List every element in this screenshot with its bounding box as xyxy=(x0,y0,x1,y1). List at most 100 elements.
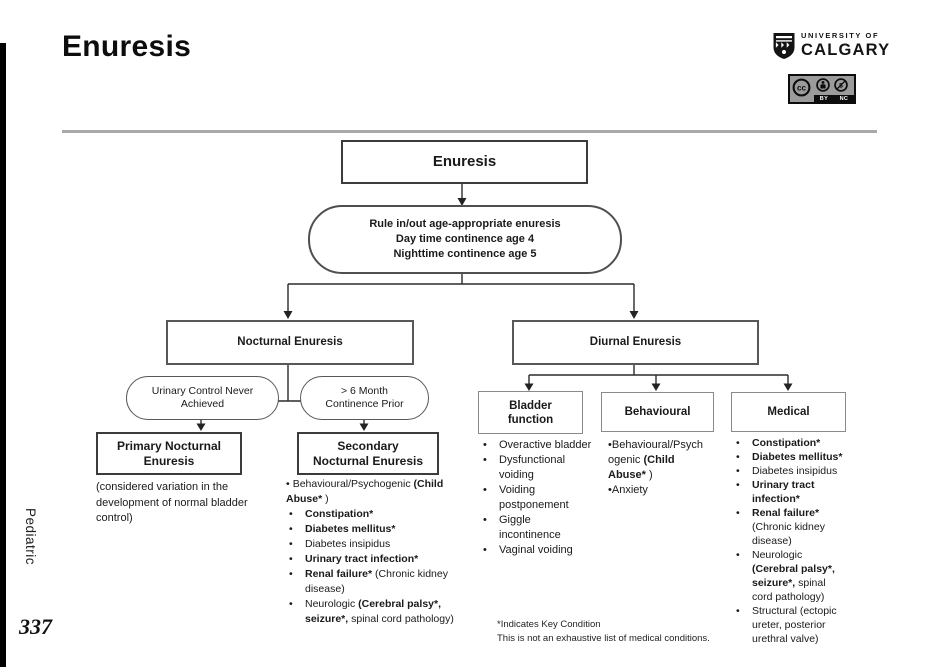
bullet-icon: • xyxy=(289,508,293,520)
list-item: •Neurologic (Cerebral palsy*, seizure*, … xyxy=(286,597,464,627)
text-line: Secondary xyxy=(337,438,399,453)
svg-text:$: $ xyxy=(839,82,843,89)
bullet-icon: • xyxy=(736,605,740,617)
list-item: •Behavioural/Psychogenic (Child Abuse* ) xyxy=(286,477,464,507)
bullet-icon: • xyxy=(483,454,487,466)
header-divider xyxy=(62,130,877,133)
bladder-function-causes-list: • Overactive bladder •Dysfunctional voidin… xyxy=(480,438,592,558)
secondary-enuresis-causes-list: •Behavioural/Psychogenic (Child Abuse* )… xyxy=(286,477,464,627)
bullet-icon: • xyxy=(483,439,487,451)
list-item-text: Constipation* xyxy=(752,437,821,449)
bullet-icon: • xyxy=(289,553,293,565)
cc-icon: cc xyxy=(792,78,811,97)
list-item: • Diabetes insipidus xyxy=(733,464,848,478)
text-line: Day time continence age 4 xyxy=(395,233,535,245)
list-item-text: Urinary tract infection* xyxy=(305,553,419,565)
bullet-icon: • xyxy=(736,451,740,463)
section-tab-label: Pediatric xyxy=(23,508,38,566)
primary-enuresis-note: (considered variation in the development… xyxy=(96,481,248,524)
bullet-icon: • xyxy=(289,568,293,580)
flowchart-medical: Medical xyxy=(731,392,846,432)
list-item: • Urinary tract infection* xyxy=(286,552,464,567)
list-item-text: Constipation* xyxy=(305,508,374,520)
list-item-text: Structural (ectopic ureter, posterior ur… xyxy=(752,605,837,645)
list-item: • Vaginal voiding xyxy=(480,543,592,558)
flowchart-root-enuresis: Enuresis xyxy=(341,140,588,184)
list-item: • Diabetes mellitus* xyxy=(286,522,464,537)
list-item: •Dysfunctional voiding xyxy=(480,453,592,483)
list-item: •Anxiety xyxy=(608,483,706,498)
text-line: Urinary Control Never xyxy=(151,385,254,397)
text-line: Nocturnal Enuresis xyxy=(312,453,424,468)
list-item-text: Vaginal voiding xyxy=(499,544,573,556)
list-item-text: Overactive bladder xyxy=(499,439,592,451)
footnote-line1: *Indicates Key Condition xyxy=(497,619,601,630)
text-line: Nighttime continence age 5 xyxy=(393,248,537,260)
svg-text:cc: cc xyxy=(797,83,806,92)
bullet-icon: • xyxy=(608,439,612,451)
page-title: Enuresis xyxy=(62,30,192,63)
list-item-text: Neurologic (Cerebral palsy*, seizure*, s… xyxy=(752,549,835,603)
cc-by-label: BY xyxy=(819,95,829,102)
uofc-wordmark-line1: UNIVERSITY OF xyxy=(801,31,880,40)
list-item: • Diabetes insipidus xyxy=(286,537,464,552)
list-item: • Constipation* xyxy=(286,507,464,522)
list-item-text: Renal failure* (Chronic kidney disease) xyxy=(752,507,825,547)
list-item-text: Diabetes mellitus* xyxy=(305,523,396,535)
text-line: > 6 Month xyxy=(341,385,388,397)
text-line: function xyxy=(507,413,554,426)
list-item-text: Giggle incontinence xyxy=(499,514,561,541)
flowchart-nocturnal-enuresis: Nocturnal Enuresis xyxy=(166,320,414,365)
list-item-text: Urinary tract infection* xyxy=(752,479,815,505)
list-item: • Constipation* xyxy=(733,436,848,450)
bullet-icon: • xyxy=(736,437,740,449)
list-item: • Neurologic (Cerebral palsy*, seizure*, … xyxy=(733,548,848,604)
footnote-line2: This is not an exhaustive list of medica… xyxy=(497,633,710,644)
list-item-text: Diabetes mellitus* xyxy=(752,451,843,463)
bullet-icon: • xyxy=(289,523,293,535)
list-item: •Urinary tract infection* xyxy=(733,478,848,506)
list-item-text: Anxiety xyxy=(611,484,648,496)
text-line: Enuresis xyxy=(143,453,195,468)
uofc-crest-icon xyxy=(773,32,795,59)
list-item-text: Diabetes insipidus xyxy=(752,465,838,477)
bullet-icon: • xyxy=(289,538,293,550)
page-edge-bar xyxy=(0,43,6,667)
bullet-icon: • xyxy=(483,484,487,496)
bullet-icon: • xyxy=(736,465,740,477)
flowchart-diurnal-enuresis: Diurnal Enuresis xyxy=(512,320,759,365)
list-item-text: Behavioural/Psychogenic (Child Abuse* ) xyxy=(286,478,444,505)
uofc-wordmark: UNIVERSITY OF CALGARY xyxy=(801,31,890,60)
non-commercial-no-dollar-icon: $ xyxy=(834,78,848,92)
list-item: •Behavioural/Psychogenic (Child Abuse* ) xyxy=(608,438,706,483)
list-item-text: Renal failure* (Chronic kidney disease) xyxy=(305,568,448,595)
cc-by-nc-license-badge: cc $ BY NC xyxy=(788,74,856,104)
medical-causes-list: • Constipation* • Diabetes mellitus* • Diabet… xyxy=(733,436,848,646)
list-item-text: Behavioural/Psychogenic (Child Abuse* ) xyxy=(608,439,703,481)
page-number: 337 xyxy=(19,614,52,639)
list-item: •Voiding postponement xyxy=(480,483,592,513)
list-item: •Giggle incontinence xyxy=(480,513,592,543)
list-item-text: Diabetes insipidus xyxy=(305,538,391,550)
list-item: • Overactive bladder xyxy=(480,438,592,453)
list-item: • Diabetes mellitus* xyxy=(733,450,848,464)
university-of-calgary-logo: UNIVERSITY OF CALGARY xyxy=(772,31,890,60)
text-line: Primary Nocturnal xyxy=(116,438,222,453)
bullet-icon: • xyxy=(736,507,740,519)
list-item: • Structural (ectopic ureter, posterior u… xyxy=(733,604,848,646)
text-line: Achieved xyxy=(180,398,225,410)
text-line: Rule in/out age-appropriate enuresis xyxy=(369,218,561,230)
bullet-icon: • xyxy=(483,544,487,556)
footnote: *Indicates Key Condition This is not an … xyxy=(497,618,710,646)
bullet-icon: • xyxy=(608,484,612,496)
attribution-person-icon xyxy=(816,78,830,92)
behavioural-causes-list: •Behavioural/Psychogenic (Child Abuse* )… xyxy=(608,438,706,498)
bullet-icon: • xyxy=(736,549,740,561)
list-item: • Renal failure* (Chronic kidney disease) xyxy=(286,567,464,597)
bullet-icon: • xyxy=(286,478,290,490)
list-item-text: Neurologic (Cerebral palsy*, seizure*, s… xyxy=(305,598,454,625)
